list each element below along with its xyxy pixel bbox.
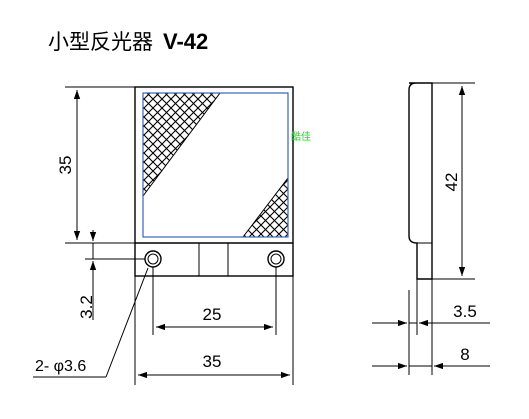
dim-label-thickness-total: 8 (460, 345, 469, 364)
side-view (408, 82, 433, 280)
mounting-hole-left-inner (147, 253, 159, 265)
mounting-hole-right (267, 250, 285, 268)
dim-label-thickness-inner: 3.5 (453, 302, 477, 321)
product-model: V-42 (163, 29, 209, 54)
hole-leader (33, 267, 149, 378)
dim-side-height (432, 82, 475, 280)
reflector-hatch-bottom (241, 176, 289, 238)
watermark: 酷佳 (291, 130, 311, 143)
dim-front-height (65, 86, 135, 244)
mounting-hole-right-inner (270, 253, 282, 265)
dim-label-hole-spacing: 25 (203, 305, 222, 324)
product-name: 小型反光器 (48, 30, 153, 54)
dim-thickness-total (372, 279, 490, 375)
reflector-border (142, 92, 289, 238)
reflector-hatch-top (142, 92, 221, 198)
dim-hole-offset (85, 230, 145, 320)
reflector-face (142, 92, 289, 238)
dim-label-side-height: 42 (442, 173, 461, 192)
mounting-hole-left (144, 250, 162, 268)
dim-width (134, 276, 294, 385)
dim-hole-spacing (152, 267, 277, 335)
page-title: 小型反光器 V-42 (48, 26, 208, 56)
dim-label-front-height: 35 (56, 156, 75, 175)
dim-label-width: 35 (203, 352, 222, 371)
dim-label-hole-offset: 3.2 (77, 295, 96, 319)
front-view (134, 86, 294, 277)
hole-spec-label: 2- φ3.6 (35, 358, 86, 375)
side-outline (408, 82, 433, 280)
body-outline (134, 86, 294, 277)
dim-thickness-inner (372, 279, 490, 375)
